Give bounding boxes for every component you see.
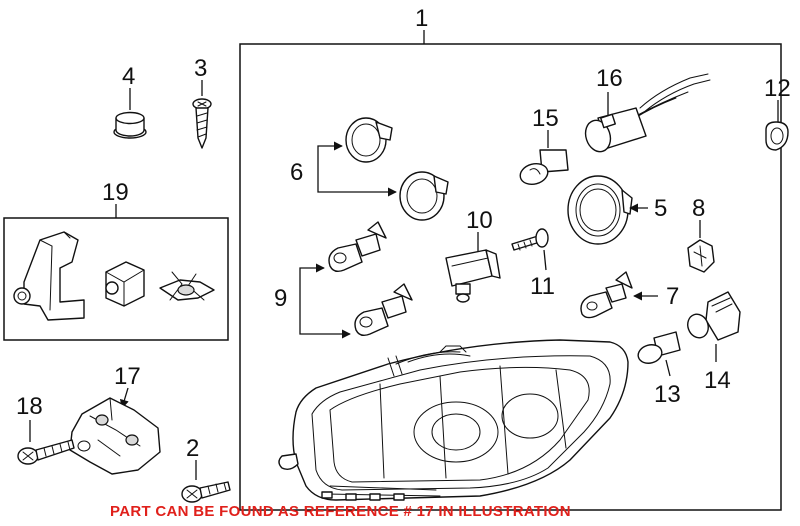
screw-part-11 xyxy=(511,228,549,271)
callout-16: 16 xyxy=(596,65,623,92)
callout-10: 10 xyxy=(466,207,493,234)
small-bulb-part-15 xyxy=(519,130,569,186)
callout-3: 3 xyxy=(194,55,207,82)
callout-2: 2 xyxy=(186,435,199,462)
screw-part-18 xyxy=(17,420,75,465)
callout-4: 4 xyxy=(122,63,135,90)
large-ring-part xyxy=(567,175,648,245)
headlamp-housing xyxy=(278,339,629,501)
headlamp-assembly-frame xyxy=(239,43,782,511)
callout-8: 8 xyxy=(692,195,705,222)
callout-17: 17 xyxy=(114,363,141,390)
callout-7: 7 xyxy=(666,283,679,310)
grommet-part xyxy=(765,100,789,151)
callout-6: 6 xyxy=(290,159,303,186)
callout-1: 1 xyxy=(415,5,428,32)
sealing-rings-part xyxy=(317,117,449,221)
callout-14: 14 xyxy=(704,367,731,394)
callout-12: 12 xyxy=(764,75,791,102)
callout-13: 13 xyxy=(654,381,681,408)
callout-18: 18 xyxy=(16,393,43,420)
callout-19: 19 xyxy=(102,179,129,206)
screw-part-2 xyxy=(181,460,231,503)
wire-socket-part xyxy=(584,73,711,153)
callout-9: 9 xyxy=(274,285,287,312)
socket-part-14 xyxy=(687,291,741,362)
bulb-part-7 xyxy=(580,271,658,319)
callout-11: 11 xyxy=(530,273,555,300)
bracket-part-17 xyxy=(69,387,161,475)
small-bulb-part-13 xyxy=(637,331,681,377)
plug-cap-part xyxy=(113,88,147,139)
reference-note: PART CAN BE FOUND AS REFERENCE # 17 IN I… xyxy=(110,503,571,520)
halogen-bulbs-part xyxy=(299,221,413,339)
screw-part-3 xyxy=(192,80,212,149)
callout-5: 5 xyxy=(654,195,667,222)
callout-15: 15 xyxy=(532,105,559,132)
bracket-kit-parts xyxy=(13,231,215,321)
adjuster-motor-part xyxy=(445,232,501,303)
clip-part xyxy=(687,220,715,273)
